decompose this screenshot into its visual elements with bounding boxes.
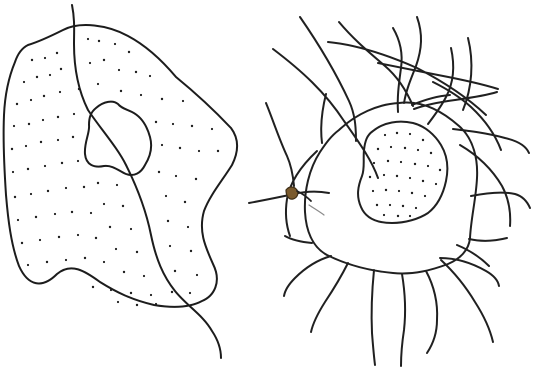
right-fiber-16 [440,258,499,286]
right-fiber-21 [284,256,331,296]
left-inner-region-outline [85,102,151,175]
right-outer-region-outline [305,102,477,273]
right-fiber-15 [469,238,507,241]
right-fiber-4 [393,28,402,112]
left-dots [11,38,219,306]
left-crossing-line [72,5,221,358]
contact-blob [286,187,298,199]
right-fiber-26 [441,260,493,342]
right-fiber-17 [426,271,437,353]
right-fiber-11 [433,82,501,150]
left-panel [4,5,238,358]
right-fiber-13 [460,145,510,226]
right-inner-dots [369,132,441,217]
right-fiber-28 [321,94,326,143]
right-fiber-20 [311,263,348,332]
contact-fiber-tip-faint [309,205,324,215]
left-dotted-region-outline [4,25,238,307]
right-fiber-14 [471,193,530,208]
right-fiber-5 [404,17,421,103]
right-fiber-6 [328,42,486,115]
right-fiber-19 [372,270,375,365]
right-inner-region-outline [358,122,447,223]
right-fiber-22 [285,236,312,243]
right-fiber-18 [401,274,405,366]
right-fiber-24 [266,103,294,186]
